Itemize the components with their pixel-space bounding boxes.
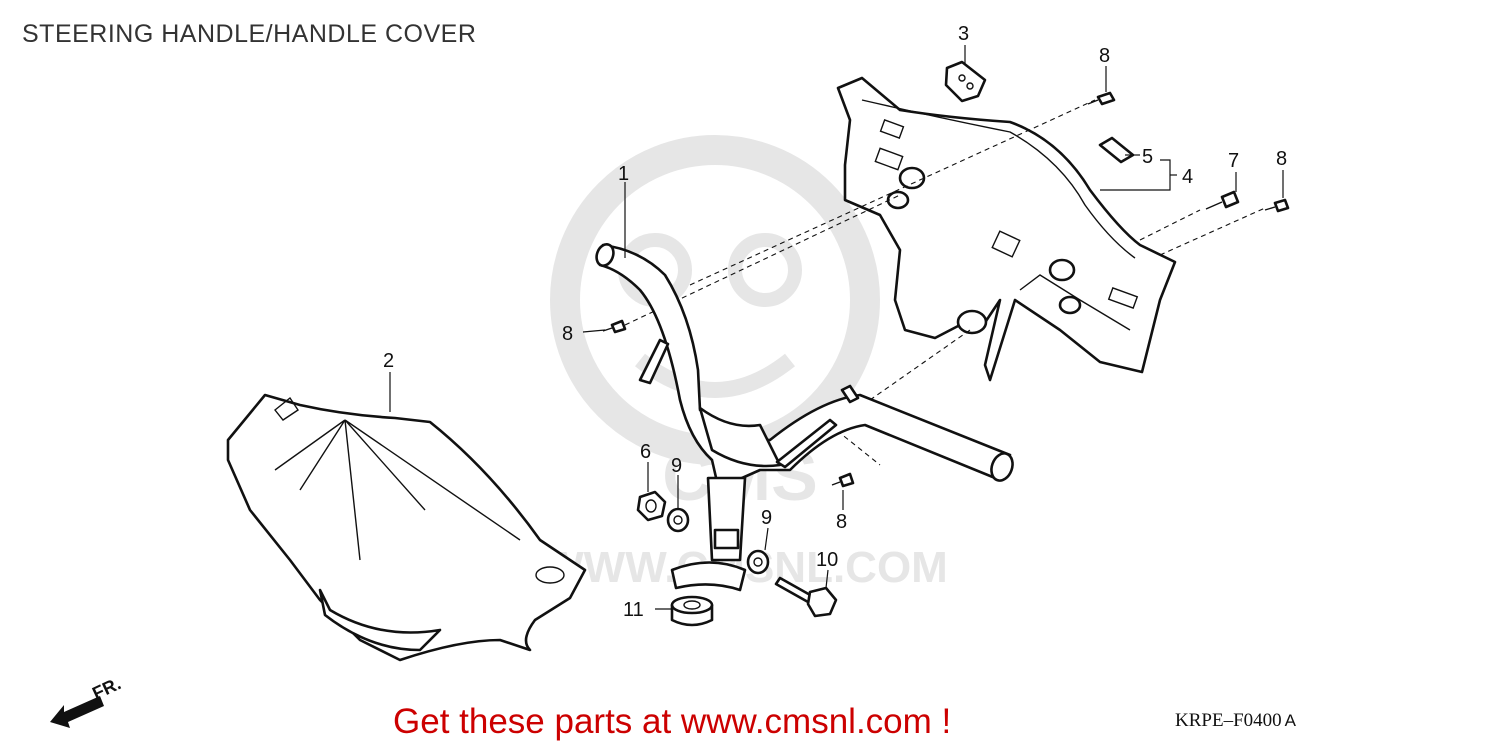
- callout-9-a: 9: [671, 455, 682, 477]
- callout-9-b: 9: [761, 507, 772, 529]
- diagram-title: STEERING HANDLE/HANDLE COVER: [22, 20, 477, 48]
- screw-8-top: [1087, 91, 1116, 106]
- screw-8-right: [1264, 198, 1290, 213]
- callout-4: 4: [1182, 166, 1193, 188]
- part-4-upper-handle-cover: [836, 76, 1177, 382]
- screw-8-bottom: [831, 472, 855, 488]
- callout-8-left: 8: [562, 323, 573, 345]
- drawing-code-number: KRPE–F0400: [1175, 710, 1282, 731]
- drawing-revision: A: [1284, 711, 1296, 730]
- callout-5: 5: [1142, 146, 1153, 168]
- watermark-url: WWW.CMSNL.COM: [542, 543, 948, 592]
- part-9-washer-b: [746, 549, 770, 575]
- leader-lines: [389, 45, 1284, 610]
- part-10-bolt: [774, 576, 838, 618]
- callout-6: 6: [640, 441, 651, 463]
- part-9-washer-a: [666, 507, 690, 533]
- front-arrow-icon: [50, 696, 104, 728]
- part-5-cap: [1098, 136, 1135, 164]
- watermark-face-ring: [550, 135, 880, 465]
- callouts: 1 2 3 4 5 6 7 8 8 8 8 9 9 10 11: [383, 23, 1287, 621]
- part-1-steering-handle: [595, 243, 1014, 592]
- callout-3: 3: [958, 23, 969, 45]
- part-3-clip: [944, 60, 987, 103]
- bolt-7: [1205, 190, 1240, 210]
- watermark-eye-right: [728, 233, 802, 307]
- callout-2: 2: [383, 350, 394, 372]
- part-2-front-handle-cover: [226, 393, 587, 662]
- callout-11: 11: [623, 599, 644, 621]
- callout-8-bottom: 8: [836, 511, 847, 533]
- callout-8-top: 8: [1099, 45, 1110, 67]
- callout-7: 7: [1228, 150, 1239, 172]
- front-direction-marker: FR.: [50, 673, 124, 728]
- part-6-nut: [636, 490, 667, 522]
- footer-promo-link[interactable]: Get these parts at www.cmsnl.com !: [393, 702, 952, 741]
- callout-8-right: 8: [1276, 148, 1287, 170]
- boss-left: [886, 190, 910, 210]
- callout-1: 1: [618, 163, 629, 185]
- part-11-collar: [670, 595, 714, 627]
- callout-10: 10: [816, 549, 838, 571]
- screw-8-left: [602, 319, 627, 334]
- watermark-smile: [635, 353, 795, 398]
